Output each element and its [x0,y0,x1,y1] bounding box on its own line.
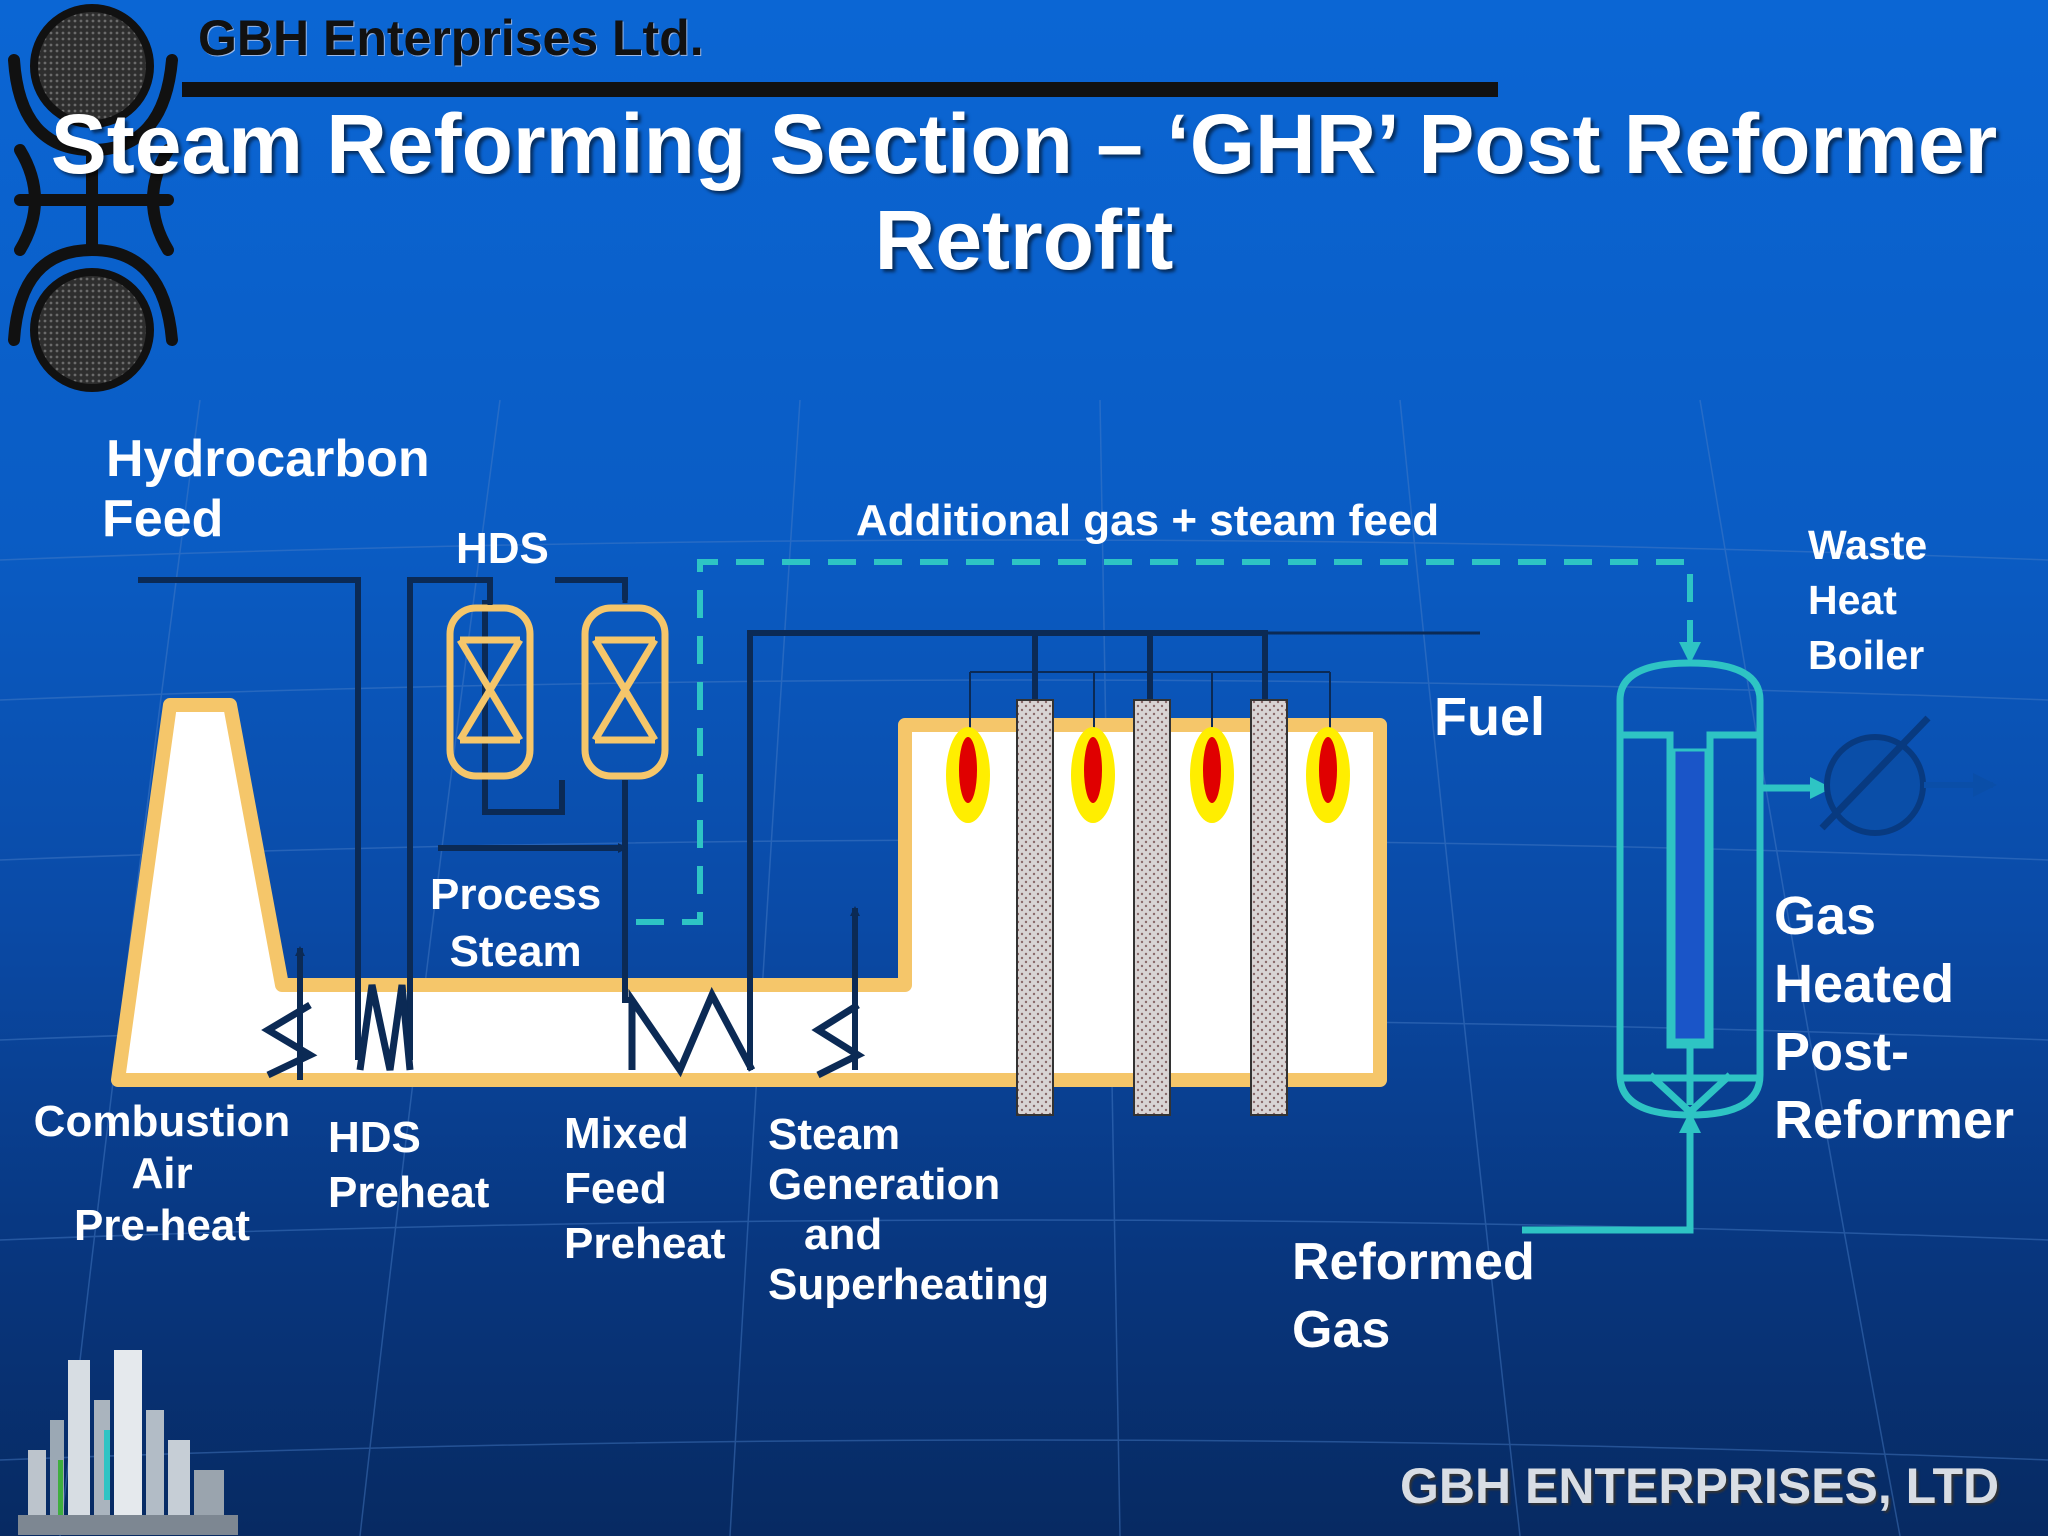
ghr-label-line-3: Post- [1774,1022,1909,1082]
page-title: Steam Reforming Section – ‘GHR’ Post Ref… [50,97,1998,287]
reformed-gas-line-2: Gas [1292,1301,1391,1359]
ghr-label-line-1: Gas [1774,886,1877,946]
ghr-label-line-2: Heated [1774,954,1955,1014]
mixed-feed-line-1: Mixed [564,1109,689,1158]
steam-generation-line-3: and [804,1210,883,1259]
ghr-label-line-4: Reformer [1774,1090,2015,1150]
waste-heat-boiler-line-2: Heat [1808,577,1897,623]
fuel-label: Fuel [1434,687,1546,747]
footer-brand: GBH ENTERPRISES, LTD [1400,1458,2000,1514]
hds-preheat-line-1: HDS [328,1113,421,1162]
hydrocarbon-feed-label: Hydrocarbon Feed [102,430,430,550]
combustion-air-line-2: Air [131,1149,193,1198]
hds-preheat-label: HDS Preheat [328,1110,489,1220]
company-name: GBH Enterprises Ltd. [198,10,704,66]
combustion-air-label: Combustion Air Pre-heat [30,1096,294,1252]
furnace-body [111,698,1387,1087]
mixed-feed-line-2: Feed [564,1164,667,1213]
hydrocarbon-feed-line-2: Feed [102,489,224,548]
steam-generation-line-2: Generation [768,1160,1001,1209]
gas-heated-post-reformer-label: Gas Heated Post- Reformer [1774,882,2014,1154]
refinery-skyline-icon [18,1350,238,1535]
mixed-feed-preheat-label: Mixed Feed Preheat [564,1106,725,1271]
steam-generation-label: Steam Generation and Superheating [768,1110,1049,1310]
process-steam-line-1: Process [430,870,602,919]
company-logo-icon [8,4,178,392]
reformed-gas-label: Reformed Gas [1292,1228,1535,1364]
waste-heat-boiler-label: Waste Heat Boiler [1808,518,1927,683]
waste-heat-boiler-line-3: Boiler [1808,632,1925,678]
reformed-gas-line-1: Reformed [1292,1233,1535,1291]
combustion-air-line-1: Combustion [33,1097,291,1146]
additional-feed-label: Additional gas + steam feed [856,496,1440,545]
combustion-air-line-3: Pre-heat [73,1201,251,1250]
hydrocarbon-feed-line-1: Hydrocarbon [106,430,430,488]
process-steam-label: Process Steam [430,866,601,980]
steam-generation-line-4: Superheating [768,1260,1050,1309]
mixed-feed-line-3: Preheat [564,1219,726,1268]
waste-heat-boiler-line-1: Waste [1808,522,1928,568]
process-steam-line-2: Steam [449,927,582,976]
hds-label: HDS [456,524,549,573]
title-underline [182,82,1498,97]
hds-preheat-line-2: Preheat [328,1168,490,1217]
steam-generation-line-1: Steam [768,1110,901,1159]
